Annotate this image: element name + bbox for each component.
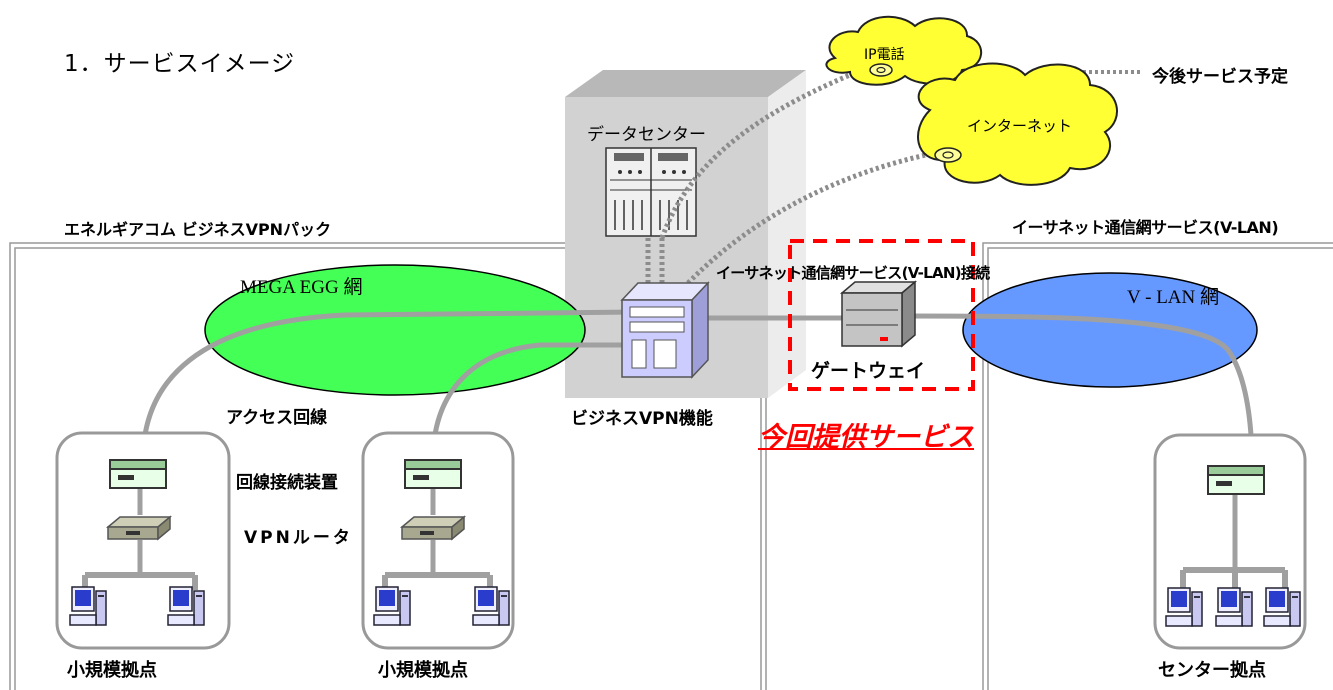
this-service-highlight-box bbox=[788, 239, 975, 391]
vpn-router-label: VPNルータ bbox=[244, 528, 353, 548]
legend-future-service: 今後サービス予定 bbox=[1152, 67, 1288, 87]
internet-cloud bbox=[917, 62, 1118, 186]
pc-icon bbox=[1263, 587, 1301, 627]
data-center-label: データセンター bbox=[587, 125, 706, 145]
pc-icon bbox=[167, 586, 205, 626]
pc-icon bbox=[69, 586, 107, 626]
small-site-2-equipment bbox=[373, 459, 510, 626]
line-connection-device-icon bbox=[109, 459, 167, 489]
small-site-1-label: 小規模拠点 bbox=[67, 660, 157, 681]
business-vpn-server-icon bbox=[620, 281, 710, 379]
right-region-frame bbox=[982, 242, 1333, 690]
mega-egg-network-label: MEGA EGG 網 bbox=[240, 277, 363, 298]
pc-icon bbox=[1165, 587, 1203, 627]
pc-icon bbox=[472, 586, 510, 626]
center-site-equipment bbox=[1165, 465, 1301, 627]
ip-phone-cloud bbox=[825, 15, 983, 86]
internet-label: インターネット bbox=[967, 117, 1073, 135]
this-service-label: 今回提供サービス bbox=[758, 422, 974, 453]
vlan-network-label: V - LAN 網 bbox=[1127, 287, 1220, 308]
vpn-router-icon bbox=[107, 516, 171, 540]
line-connection-device-icon bbox=[1207, 465, 1265, 495]
right-region-title: イーサネット通信網サービス(V-LAN) bbox=[1012, 218, 1279, 237]
pc-icon bbox=[373, 586, 411, 626]
mega-egg-network-ellipse bbox=[204, 264, 586, 396]
section-title: 1．サービスイメージ bbox=[64, 51, 296, 77]
access-line-label: アクセス回線 bbox=[226, 408, 328, 428]
data-center-server-icon bbox=[605, 147, 697, 237]
vlan-network-ellipse bbox=[962, 272, 1258, 388]
gateway-label: ゲートウェイ bbox=[811, 360, 926, 382]
vpn-router-icon bbox=[401, 516, 465, 540]
left-region-title: エネルギアコム ビジネスVPNパック bbox=[64, 220, 332, 239]
business-vpn-function-label: ビジネスVPN機能 bbox=[571, 409, 713, 429]
small-site-1-equipment bbox=[69, 459, 205, 626]
gateway-icon bbox=[839, 280, 918, 348]
future-service-dotted-links bbox=[645, 63, 941, 285]
center-site-label: センター拠点 bbox=[1158, 660, 1266, 681]
small-site-2-label: 小規模拠点 bbox=[378, 660, 468, 681]
left-region-frame bbox=[9, 242, 767, 690]
line-connection-device-label: 回線接続装置 bbox=[236, 473, 338, 493]
vlan-connection-label: イーサネット通信網サービス(V-LAN)接続 bbox=[716, 264, 990, 282]
line-connection-device-icon bbox=[404, 459, 462, 489]
pc-icon bbox=[1215, 587, 1253, 627]
ip-phone-label: IP電話 bbox=[864, 47, 905, 63]
